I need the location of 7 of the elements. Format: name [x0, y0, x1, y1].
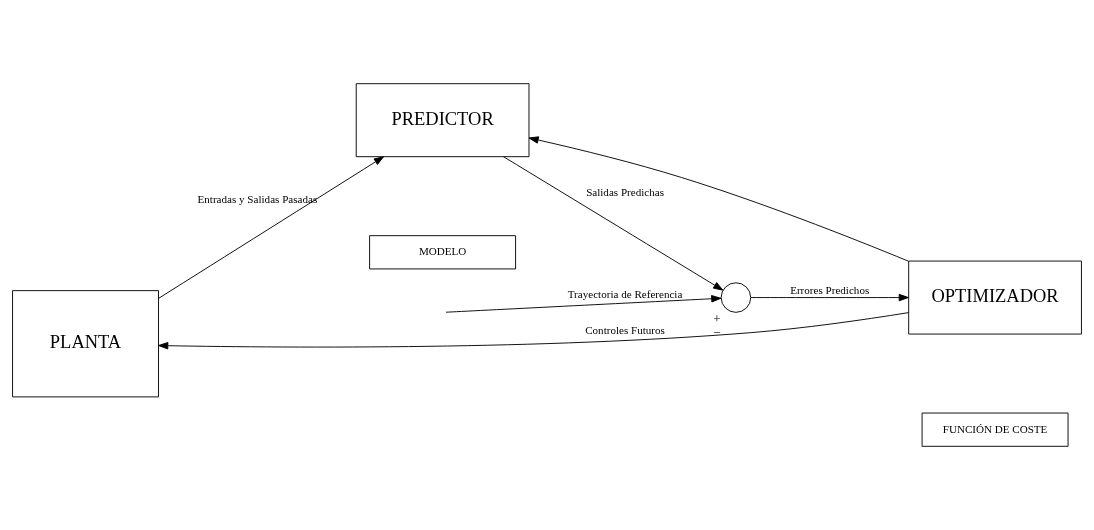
edge-label: Controles Futuros	[585, 324, 665, 337]
edge-label: Errores Predichos	[790, 284, 870, 297]
edge-label: Entradas y Salidas Pasadas	[197, 192, 318, 205]
node-label: −	[713, 324, 721, 340]
node-label: +	[713, 310, 721, 326]
edge-label: Trayectoria de Referencia	[567, 288, 683, 301]
edge-label: Salidas Predichas	[586, 185, 664, 198]
